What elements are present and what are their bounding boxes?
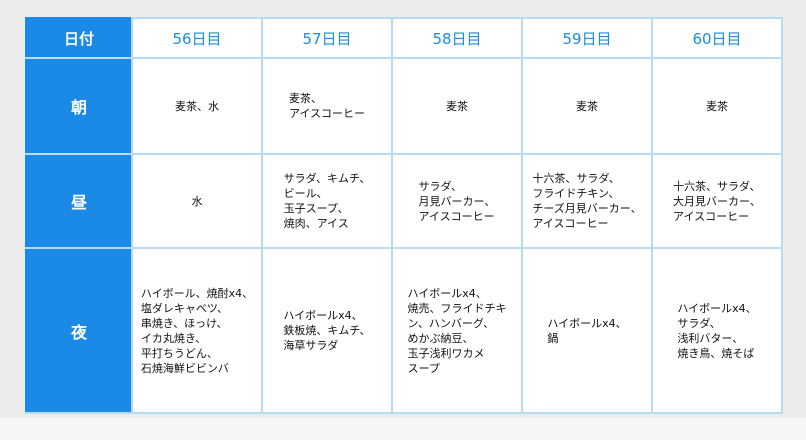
meal-item-line: 焼売、フライドチキ <box>407 301 507 315</box>
day-header-56: 56日目 <box>131 17 263 59</box>
meal-items: 水 <box>192 194 203 209</box>
meal-log-table: 日付 56日目 57日目 58日目 59日目 60日目 朝 麦茶、水 麦茶、アイ… <box>25 17 783 414</box>
meal-item-line: アイスコーヒー <box>288 107 366 120</box>
meal-cell: 麦茶、アイスコーヒー <box>261 57 393 155</box>
meal-item-line: ハイボールx4、 <box>283 309 363 322</box>
meal-items: サラダ、月見バーカー、アイスコーヒー <box>419 179 496 224</box>
meal-items: 麦茶 <box>446 99 468 114</box>
meal-cell: ハイボールx4、焼売、フライドチキン、ハンバーグ、めかぶ納豆、玉子浅利ワカメスー… <box>391 247 523 414</box>
meal-item-line: 塩ダレキャベツ、 <box>140 301 228 315</box>
meal-item-line: 鍋 <box>547 331 559 345</box>
meal-items: ハイボールx4、鉄板焼、キムチ、海草サラダ <box>283 308 370 353</box>
meal-item-line: 麦茶 <box>706 99 728 113</box>
meal-item-line: 海草サラダ <box>283 339 339 352</box>
meal-item-line: サラダ、キムチ、 <box>283 172 371 185</box>
lunch-row: 昼 水 サラダ、キムチ、ビール、玉子スープ、焼肉、アイス サラダ、月見バーカー、… <box>25 153 783 249</box>
meal-item-line: ハイボールx4、 <box>547 316 627 330</box>
meal-item-line: ハイボール、焼酎x4、 <box>140 286 254 300</box>
meal-item-line: サラダ、 <box>677 316 721 330</box>
breakfast-label: 朝 <box>25 57 133 155</box>
meal-item-line: 玉子スープ、 <box>283 202 349 215</box>
meal-cell: ハイボールx4、鉄板焼、キムチ、海草サラダ <box>261 247 393 414</box>
meal-item-line: ハイボールx4、 <box>677 301 757 315</box>
meal-cell: 水 <box>131 153 263 249</box>
meal-item-line: チーズ月見バーカー、 <box>532 202 642 215</box>
meal-items: 十六茶、サラダ、フライドチキン、チーズ月見バーカー、アイスコーヒー <box>532 171 641 231</box>
meal-item-line: 月見バーカー、 <box>418 194 496 208</box>
meal-items: ハイボール、焼酎x4、塩ダレキャベツ、串焼き、ほっけ、イカ丸焼き、平打ちうどん、… <box>141 286 253 376</box>
day-header-60: 60日目 <box>651 17 783 59</box>
meal-item-line: 石焼海鮮ビビンバ <box>140 361 229 375</box>
meal-items: 十六茶、サラダ、大月見バーカー、アイスコーヒー <box>673 179 761 224</box>
meal-item-line: 麦茶 <box>446 99 468 113</box>
meal-items: ハイボールx4、焼売、フライドチキン、ハンバーグ、めかぶ納豆、玉子浅利ワカメスー… <box>408 286 507 376</box>
meal-item-line: ハイボールx4、 <box>407 286 487 300</box>
breakfast-row: 朝 麦茶、水 麦茶、アイスコーヒー 麦茶 麦茶 麦茶 <box>25 57 783 155</box>
header-row: 日付 56日目 57日目 58日目 59日目 60日目 <box>25 17 783 59</box>
meal-cell: 麦茶、水 <box>131 57 263 155</box>
dinner-row: 夜 ハイボール、焼酎x4、塩ダレキャベツ、串焼き、ほっけ、イカ丸焼き、平打ちうど… <box>25 247 783 414</box>
meal-item-line: 麦茶 <box>576 99 598 113</box>
meal-item-line: 串焼き、ほっけ、 <box>140 316 228 330</box>
meal-cell: 麦茶 <box>651 57 783 155</box>
meal-item-line: 麦茶、 <box>288 92 322 105</box>
meal-item-line: アイスコーヒー <box>673 209 750 223</box>
day-header-58: 58日目 <box>391 17 523 59</box>
meal-items: 麦茶、水 <box>175 99 219 114</box>
meal-cell: ハイボールx4、鍋 <box>521 247 653 414</box>
meal-item-line: スープ <box>407 361 440 375</box>
meal-item-line: 十六茶、サラダ、 <box>673 179 761 193</box>
meal-item-line: 玉子浅利ワカメ <box>407 346 485 360</box>
meal-item-line: 平打ちうどん、 <box>140 346 218 360</box>
meal-cell: 十六茶、サラダ、フライドチキン、チーズ月見バーカー、アイスコーヒー <box>521 153 653 249</box>
day-header-59: 59日目 <box>521 17 653 59</box>
meal-item-line: イカ丸焼き、 <box>140 331 207 345</box>
meal-item-line: ビール、 <box>283 187 328 200</box>
meal-item-line: ン、ハンバーグ、 <box>407 316 495 330</box>
date-header: 日付 <box>25 17 133 59</box>
meal-items: 麦茶、アイスコーヒー <box>289 91 365 121</box>
meal-cell: ハイボール、焼酎x4、塩ダレキャベツ、串焼き、ほっけ、イカ丸焼き、平打ちうどん、… <box>131 247 263 414</box>
meal-items: サラダ、キムチ、ビール、玉子スープ、焼肉、アイス <box>284 171 371 231</box>
lunch-label: 昼 <box>25 153 133 249</box>
meal-item-line: サラダ、 <box>418 179 462 193</box>
meal-cell: ハイボールx4、サラダ、浅利バター、焼き鳥、焼そば <box>651 247 783 414</box>
meal-item-line: 鉄板焼、キムチ、 <box>283 324 371 337</box>
meal-item-line: 大月見バーカー、 <box>673 194 761 208</box>
meal-items: 麦茶 <box>576 99 598 114</box>
meal-item-line: 焼き鳥、焼そば <box>677 346 755 360</box>
dinner-label: 夜 <box>25 247 133 414</box>
meal-cell: 麦茶 <box>521 57 653 155</box>
meal-item-line: 麦茶、水 <box>175 99 219 113</box>
meal-cell: 十六茶、サラダ、大月見バーカー、アイスコーヒー <box>651 153 783 249</box>
meal-item-line: めかぶ納豆、 <box>407 331 474 345</box>
meal-item-line: 浅利バター、 <box>677 331 744 345</box>
meal-item-line: 十六茶、サラダ、 <box>532 172 620 185</box>
meal-item-line: アイスコーヒー <box>532 217 609 230</box>
meal-item-line: アイスコーヒー <box>418 209 495 223</box>
meal-items: 麦茶 <box>706 99 728 114</box>
meal-item-line: 水 <box>191 194 203 208</box>
meal-item-line: 焼肉、アイス <box>283 217 349 230</box>
meal-items: ハイボールx4、サラダ、浅利バター、焼き鳥、焼そば <box>677 301 756 361</box>
meal-item-line: フライドチキン、 <box>532 187 620 200</box>
meal-items: ハイボールx4、鍋 <box>547 316 626 346</box>
day-header-57: 57日目 <box>261 17 393 59</box>
meal-cell: サラダ、キムチ、ビール、玉子スープ、焼肉、アイス <box>261 153 393 249</box>
meal-cell: サラダ、月見バーカー、アイスコーヒー <box>391 153 523 249</box>
meal-cell: 麦茶 <box>391 57 523 155</box>
